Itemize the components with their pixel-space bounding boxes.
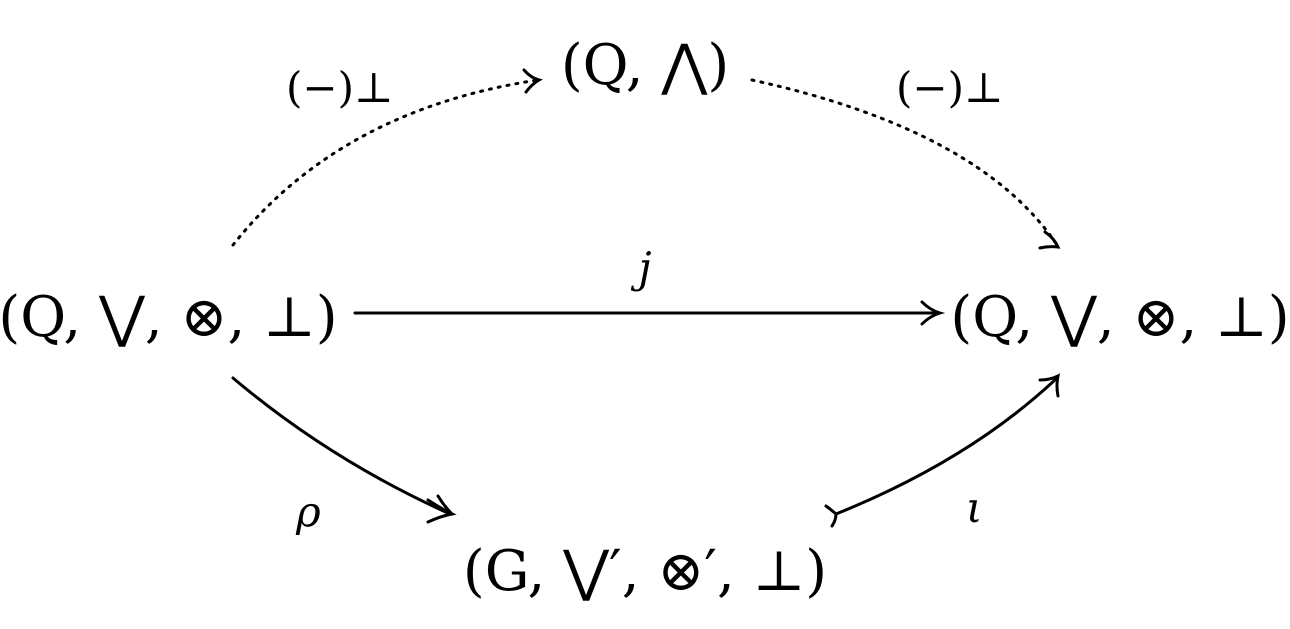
node-bottom: (G, ⋁′, ⊗′, ⊥) [463, 539, 827, 604]
arrowhead-icon [920, 300, 946, 326]
dotted-arrow-icon [750, 78, 1059, 247]
arrow-top-to-right [750, 78, 1061, 250]
label-middle-arrow: j [630, 243, 651, 292]
label-top-left-arrow-text: (−)⊥ [286, 63, 393, 112]
label-bottom-right-arrow: ι [966, 483, 982, 532]
arrowhead-icon [1038, 230, 1061, 250]
node-left: (Q, ⋁, ⊗, ⊥) [0, 285, 338, 350]
arrow-left-to-bottom [231, 376, 457, 524]
node-top: (Q, ⋀) [561, 33, 729, 98]
label-top-left-arrow: (−)⊥ [286, 63, 393, 112]
label-top-right-arrow: (−)⊥ [896, 63, 1003, 112]
label-bottom-left-arrow: ρ [295, 487, 321, 536]
arrowhead-second-icon [436, 494, 454, 516]
arrow-tail-icon [824, 504, 838, 528]
arrow-bottom-to-right [824, 373, 1061, 528]
node-right: (Q, ⋁, ⊗, ⊥) [950, 285, 1289, 350]
label-top-right-arrow-text: (−)⊥ [896, 63, 1003, 112]
arrow-left-to-right [353, 300, 946, 326]
two-headed-arrow-icon [231, 376, 452, 516]
arrow-left-to-top [231, 68, 543, 247]
arrowhead-icon [522, 68, 543, 94]
arrowhead-icon [1038, 373, 1061, 398]
tailed-arrow-icon [834, 376, 1059, 516]
dotted-arrow-icon [231, 78, 540, 247]
